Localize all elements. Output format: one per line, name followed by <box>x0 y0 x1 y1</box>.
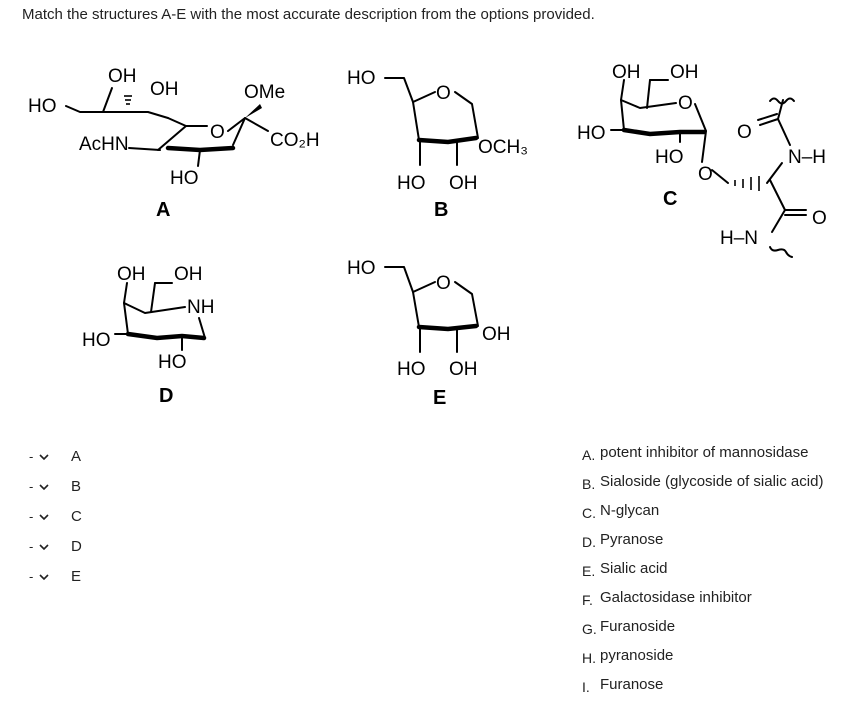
a-achn-label: AcHN <box>79 134 129 155</box>
option-item: A. potent inhibitor of mannosidase <box>582 444 823 473</box>
option-text: Galactosidase inhibitor <box>600 589 752 606</box>
select-value: - <box>29 449 34 464</box>
d-oh1-label: OH <box>117 264 146 285</box>
option-item: C. N-glycan <box>582 502 823 531</box>
structure-c: OH OH O HO HO O O N–H O H–N C <box>577 62 827 258</box>
a-ring-o-label: O <box>210 122 225 143</box>
structure-d: OH OH NH HO HO D <box>82 264 214 407</box>
select-value: - <box>29 509 34 524</box>
option-key: D. <box>582 534 596 550</box>
d-oh2-label: OH <box>174 264 203 285</box>
a-caption: A <box>156 199 170 221</box>
option-text: Sialic acid <box>600 560 668 577</box>
option-item: D. Pyranose <box>582 531 823 560</box>
structure-a: HO OH OH OMe AcHN O CO₂H HO A <box>28 66 320 221</box>
b-ring-o-label: O <box>436 83 451 104</box>
c-ring-o-label: O <box>678 93 693 114</box>
option-key: E. <box>582 563 596 579</box>
a-ho-label: HO <box>28 96 57 117</box>
e-ho-top-label: HO <box>347 258 376 279</box>
option-item: I. Furanose <box>582 676 823 705</box>
e-ho-bottom-label: HO <box>397 359 426 380</box>
c-oh1-label: OH <box>612 62 641 83</box>
select-letter: E <box>71 568 82 585</box>
option-key: A. <box>582 447 596 463</box>
e-ring-o-label: O <box>436 273 451 294</box>
structure-b: HO O OCH₃ HO OH B <box>347 68 528 221</box>
option-key: C. <box>582 505 596 521</box>
option-key: I. <box>582 679 590 695</box>
a-co2h-label: CO₂H <box>270 130 320 151</box>
option-text: Furanose <box>600 676 664 693</box>
select-row-d: - D <box>25 535 82 558</box>
b-oh-bottom-label: OH <box>449 173 478 194</box>
option-item: H. pyranoside <box>582 647 823 676</box>
option-item: G. Furanoside <box>582 618 823 647</box>
d-caption: D <box>159 385 173 407</box>
c-nh-label: N–H <box>788 147 826 168</box>
option-text: potent inhibitor of mannosidase <box>600 444 809 461</box>
option-item: F. Galactosidase inhibitor <box>582 589 823 618</box>
option-text: N-glycan <box>600 502 660 519</box>
structures-figure: HO OH OH OMe AcHN O CO₂H HO A HO O OCH₃ … <box>28 62 827 409</box>
option-key: F. <box>582 592 593 608</box>
d-ho-bottom-label: HO <box>158 352 187 373</box>
e-oh-right-label: OH <box>482 324 511 345</box>
chevron-down-icon <box>39 513 49 520</box>
chevron-down-icon <box>39 573 49 580</box>
select-row-b: - B <box>25 475 82 498</box>
select-letter: D <box>71 538 82 555</box>
select-row-e: - E <box>25 565 82 588</box>
answer-select-a[interactable]: - <box>25 446 65 467</box>
chevron-down-icon <box>39 483 49 490</box>
select-value: - <box>29 539 34 554</box>
b-ho-bottom-label: HO <box>397 173 426 194</box>
select-row-c: - C <box>25 505 82 528</box>
c-ho-mid-label: HO <box>655 147 684 168</box>
select-letter: C <box>71 508 82 525</box>
c-ho-left-label: HO <box>577 123 606 144</box>
question-text: Match the structures A-E with the most a… <box>22 6 595 23</box>
select-letter: A <box>71 448 82 465</box>
b-caption: B <box>434 199 448 221</box>
option-key: G. <box>582 621 597 637</box>
answer-select-b[interactable]: - <box>25 476 65 497</box>
c-oh2-label: OH <box>670 62 699 83</box>
e-caption: E <box>433 387 446 409</box>
option-text: Sialoside (glycoside of sialic acid) <box>600 473 824 490</box>
structure-e: HO O OH HO OH E <box>347 258 511 409</box>
option-text: Pyranose <box>600 531 664 548</box>
a-oh1-label: OH <box>108 66 137 87</box>
d-nh-label: NH <box>187 297 214 318</box>
option-key: B. <box>582 476 596 492</box>
a-ho-bottom-label: HO <box>170 168 199 189</box>
chevron-down-icon <box>39 543 49 550</box>
c-link-o-label: O <box>698 164 713 185</box>
answer-select-c[interactable]: - <box>25 506 65 527</box>
select-value: - <box>29 569 34 584</box>
e-oh-bottom-label: OH <box>449 359 478 380</box>
option-key: H. <box>582 650 596 666</box>
options-list: A. potent inhibitor of mannosidase B. Si… <box>582 444 823 705</box>
option-item: E. Sialic acid <box>582 560 823 589</box>
c-caption: C <box>663 188 677 210</box>
c-carbonyl-o2-label: O <box>812 208 827 229</box>
select-row-a: - A <box>25 445 82 468</box>
option-text: pyranoside <box>600 647 674 664</box>
a-ome-label: OMe <box>244 82 285 103</box>
option-item: B. Sialoside (glycoside of sialic acid) <box>582 473 823 502</box>
answer-select-d[interactable]: - <box>25 536 65 557</box>
c-carbonyl-o1-label: O <box>737 122 752 143</box>
select-value: - <box>29 479 34 494</box>
chevron-down-icon <box>39 453 49 460</box>
b-och3-label: OCH₃ <box>478 137 528 158</box>
d-ho-left-label: HO <box>82 330 111 351</box>
answer-selects: - A - B - C - D - E <box>25 445 82 595</box>
a-oh2-label: OH <box>150 79 179 100</box>
b-ho-top-label: HO <box>347 68 376 89</box>
select-letter: B <box>71 478 82 495</box>
answer-select-e[interactable]: - <box>25 566 65 587</box>
option-text: Furanoside <box>600 618 676 635</box>
c-hn-label: H–N <box>720 228 758 249</box>
